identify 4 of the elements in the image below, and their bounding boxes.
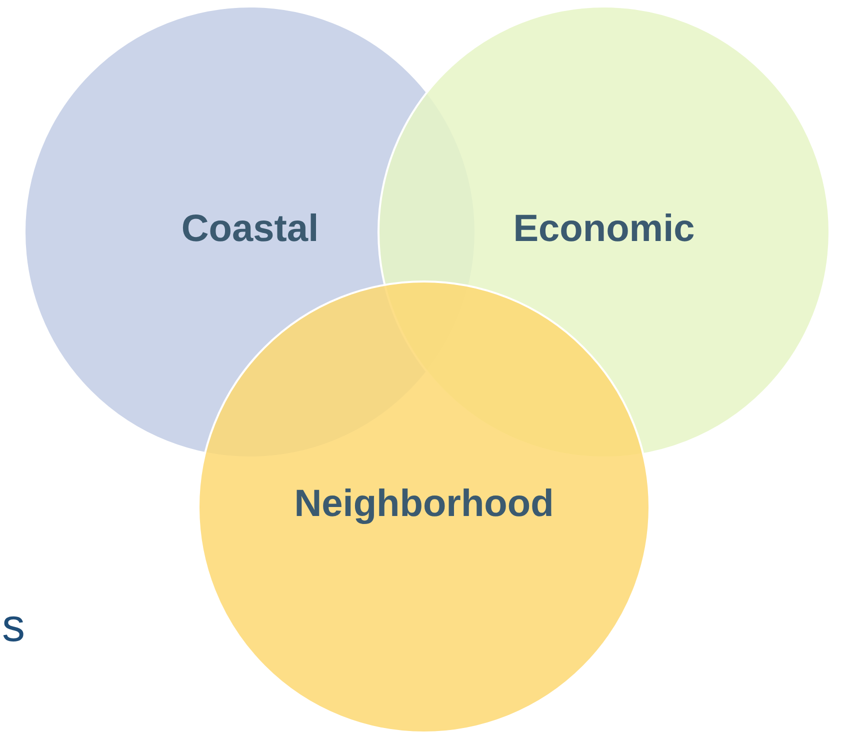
circle-label: Economic — [512, 208, 696, 251]
circle-label: Neighborhood — [293, 483, 555, 526]
circle-label: Coastal — [180, 208, 320, 251]
text-fragment: s — [2, 598, 25, 652]
